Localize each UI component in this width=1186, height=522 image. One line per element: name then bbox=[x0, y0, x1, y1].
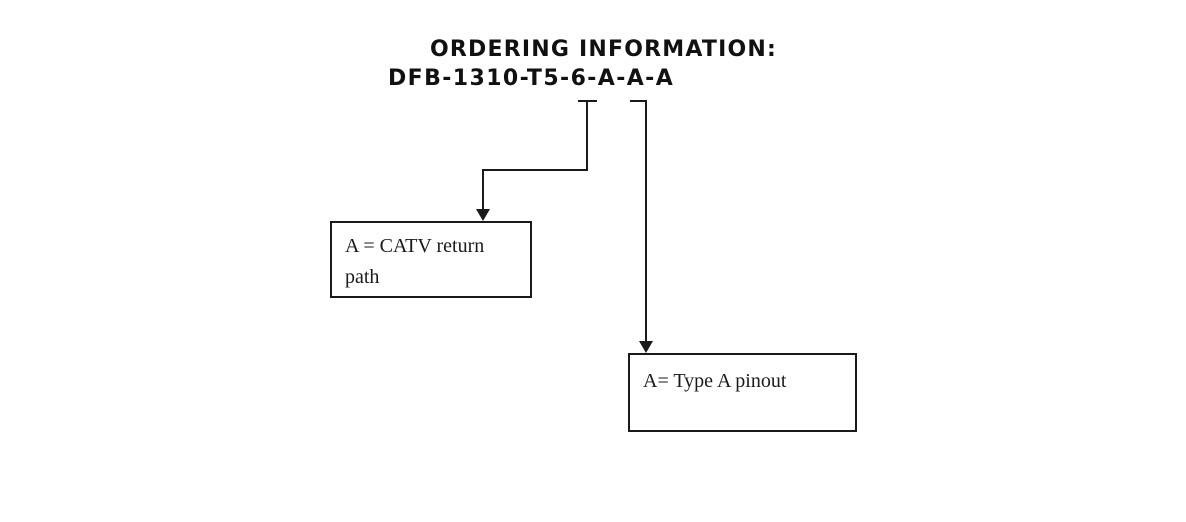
callout-text-line: A= Type A pinout bbox=[643, 370, 787, 392]
down-arrowhead-icon bbox=[476, 209, 490, 221]
part-number: DFB-1310-T5-6-A-A-A bbox=[388, 66, 675, 91]
callout-text-line: path bbox=[345, 266, 380, 288]
callout-type-a-pinout: A= Type A pinout bbox=[628, 353, 857, 432]
section-title: ORDERING INFORMATION: bbox=[430, 37, 777, 62]
connector-elbow-line bbox=[482, 101, 588, 210]
connector-elbow-line bbox=[630, 100, 647, 342]
callout-catv-return-path: A = CATV return path bbox=[330, 221, 532, 298]
callout-text-line: A = CATV return bbox=[345, 235, 485, 257]
connector-type-a-pinout bbox=[630, 100, 653, 353]
down-arrowhead-icon bbox=[639, 341, 653, 353]
connector-catv-return-path bbox=[476, 100, 597, 221]
